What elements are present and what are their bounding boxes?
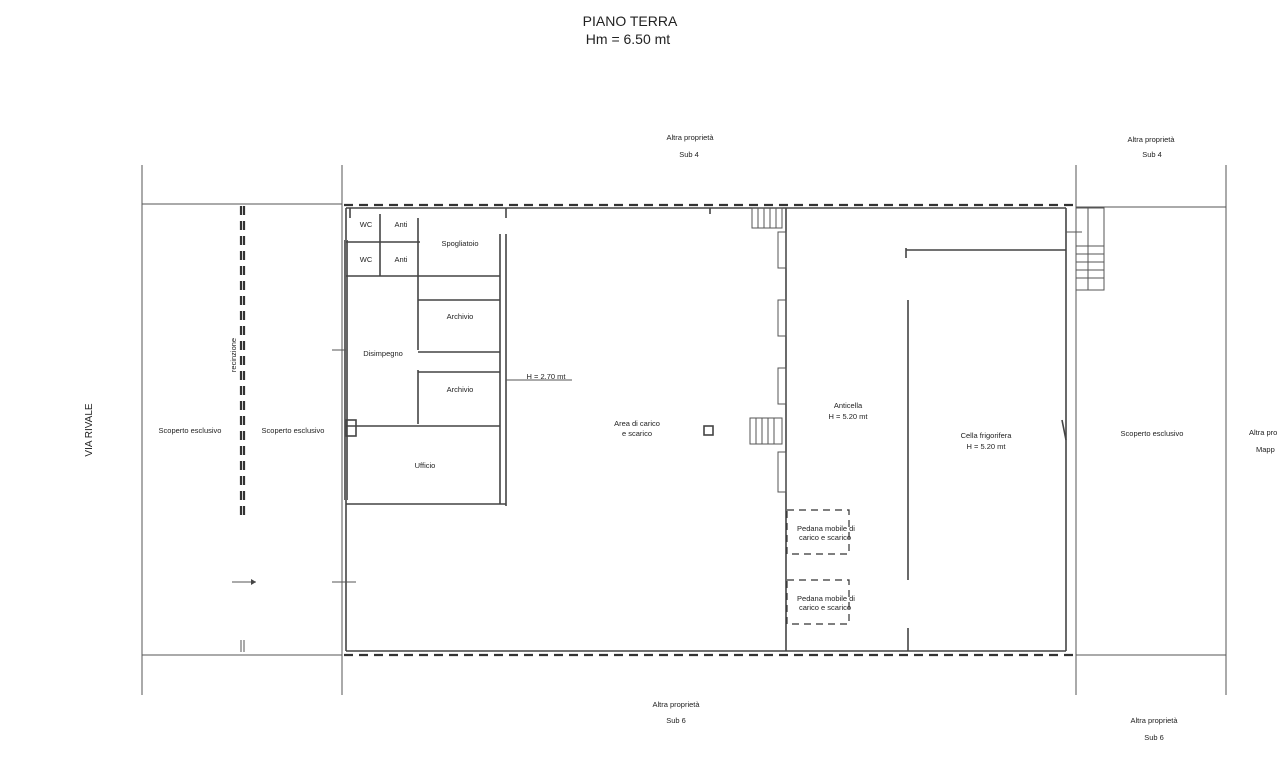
room-anticella-line2: H = 5.20 mt <box>829 412 869 421</box>
platform-1-line1: Pedana mobile di <box>797 524 855 533</box>
scoperto-left-outer: Scoperto esclusivo <box>159 426 222 435</box>
room-archivio-2: Archivio <box>447 385 474 394</box>
room-wc-2: WC <box>360 255 373 264</box>
stair-mid <box>749 417 783 445</box>
room-area-carico-line2: e scarico <box>622 429 652 438</box>
cold-room-walls <box>777 208 1066 651</box>
recinzione-label: recinzione <box>229 338 238 372</box>
entry-arrow-icon <box>232 579 256 585</box>
neighbor-top-right-sub: Sub 4 <box>1142 150 1162 159</box>
room-disimpegno: Disimpegno <box>363 349 403 358</box>
neighbor-top-mid-name: Altra proprietà <box>666 133 714 142</box>
neighbor-right-edge-name: Altra pro <box>1249 428 1277 437</box>
scoperto-right: Scoperto esclusivo <box>1121 429 1184 438</box>
neighbor-bottom-right-sub: Sub 6 <box>1144 733 1164 742</box>
room-anti-1: Anti <box>395 220 408 229</box>
room-archivio-1: Archivio <box>447 312 474 321</box>
neighbor-bottom-right-name: Altra proprietà <box>1130 716 1178 725</box>
neighbor-bottom-mid-name: Altra proprietà <box>652 700 700 709</box>
office-walls <box>345 214 572 506</box>
scoperto-left-inner: Scoperto esclusivo <box>262 426 325 435</box>
plan-title: PIANO TERRA <box>583 13 678 29</box>
stair-top-mid <box>751 207 783 229</box>
platform-2-line2: carico e scarico <box>799 603 851 612</box>
stair-exterior-right <box>1075 207 1105 291</box>
neighbor-top-mid-sub: Sub 4 <box>679 150 699 159</box>
room-anti-2: Anti <box>395 255 408 264</box>
room-spogliatoio: Spogliatoio <box>441 239 478 248</box>
room-cella-line2: H = 5.20 mt <box>967 442 1007 451</box>
platform-2-line1: Pedana mobile di <box>797 594 855 603</box>
loading-platform-1 <box>786 509 850 555</box>
room-area-carico-line1: Area di carico <box>614 419 660 428</box>
column-marker <box>703 425 714 436</box>
loading-platform-2 <box>786 579 850 625</box>
fence-line <box>239 206 246 652</box>
room-ufficio: Ufficio <box>415 461 436 470</box>
plan-subtitle: Hm = 6.50 mt <box>586 31 671 47</box>
office-height-annotation: H = 2.70 mt <box>527 372 567 381</box>
room-wc-1: WC <box>360 220 373 229</box>
neighbor-top-right-name: Altra proprietà <box>1127 135 1175 144</box>
building-outline <box>344 203 1078 657</box>
street-label: VIA RIVALE <box>84 403 95 457</box>
neighbor-right-edge-sub: Mapp <box>1256 445 1275 454</box>
room-anticella-line1: Anticella <box>834 401 863 410</box>
platform-1-line2: carico e scarico <box>799 533 851 542</box>
room-cella-line1: Cella frigorifera <box>961 431 1013 440</box>
neighbor-bottom-mid-sub: Sub 6 <box>666 716 686 725</box>
door-marks <box>332 231 1082 583</box>
